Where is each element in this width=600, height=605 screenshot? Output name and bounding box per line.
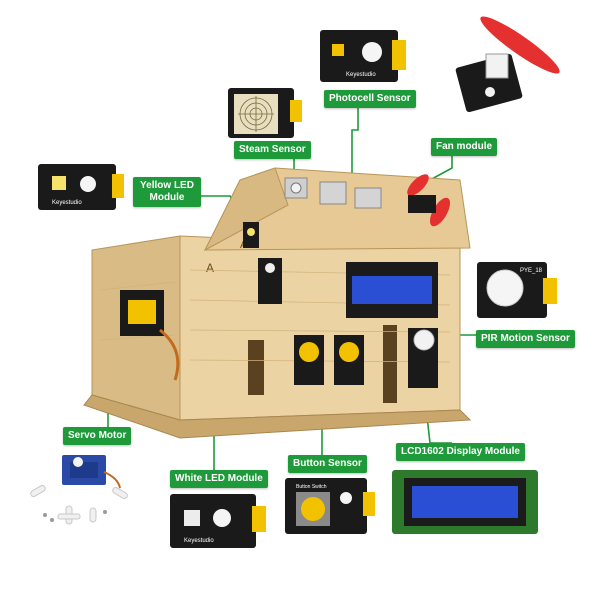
- house-roof-left: [203, 167, 289, 252]
- label-white-led-module: White LED Module: [170, 470, 268, 488]
- white-led-module-image: Keyestudio: [170, 494, 266, 548]
- leader-photocell: [351, 96, 359, 180]
- leader-fan: [429, 150, 453, 181]
- window-cutout: [383, 325, 397, 403]
- house-fan-blade-2: [429, 197, 451, 227]
- button-module-image: Button Switch: [285, 478, 375, 534]
- fan-module-image: [455, 16, 560, 113]
- wooden-house: A A: [83, 167, 472, 439]
- pir-module-image: PYE_18: [477, 262, 557, 318]
- yellow-led-module-image: Keyestudio: [38, 164, 124, 210]
- roof-sensor-3: [354, 187, 382, 209]
- label-button-sensor: Button Sensor: [288, 455, 367, 473]
- steam-module-image: [228, 88, 302, 138]
- house-lcd-screen: [352, 276, 432, 304]
- door-cutout: [248, 340, 264, 395]
- house-letter: A: [206, 261, 214, 275]
- pir-model: PYE_18: [520, 268, 543, 274]
- photocell-brand: Keyestudio: [346, 72, 376, 78]
- house-fan-board: [408, 195, 436, 213]
- house-base: [83, 394, 472, 439]
- label-steam-sensor: Steam Sensor: [234, 141, 311, 159]
- yellow-led-brand: Keyestudio: [52, 200, 82, 206]
- roof-photocell-sensor: [319, 181, 347, 205]
- servo-module-image: [30, 455, 128, 525]
- label-servo-motor: Servo Motor: [63, 427, 132, 445]
- house-fan-blade: [407, 174, 429, 196]
- label-fan-module: Fan module: [431, 138, 498, 156]
- button-switch-text: Button Switch: [296, 484, 327, 490]
- white-led-brand: Keyestudio: [184, 538, 214, 544]
- label-photocell-sensor: Photocell Sensor: [324, 90, 416, 108]
- label-yellow-led-module: Yellow LED Module: [133, 177, 201, 207]
- label-lcd1602-display-module: LCD1602 Display Module: [396, 443, 525, 461]
- photocell-module-image: Keyestudio: [320, 30, 406, 82]
- lcd-module-image: [392, 470, 538, 534]
- label-pir-motion-sensor: PIR Motion Sensor: [476, 330, 575, 348]
